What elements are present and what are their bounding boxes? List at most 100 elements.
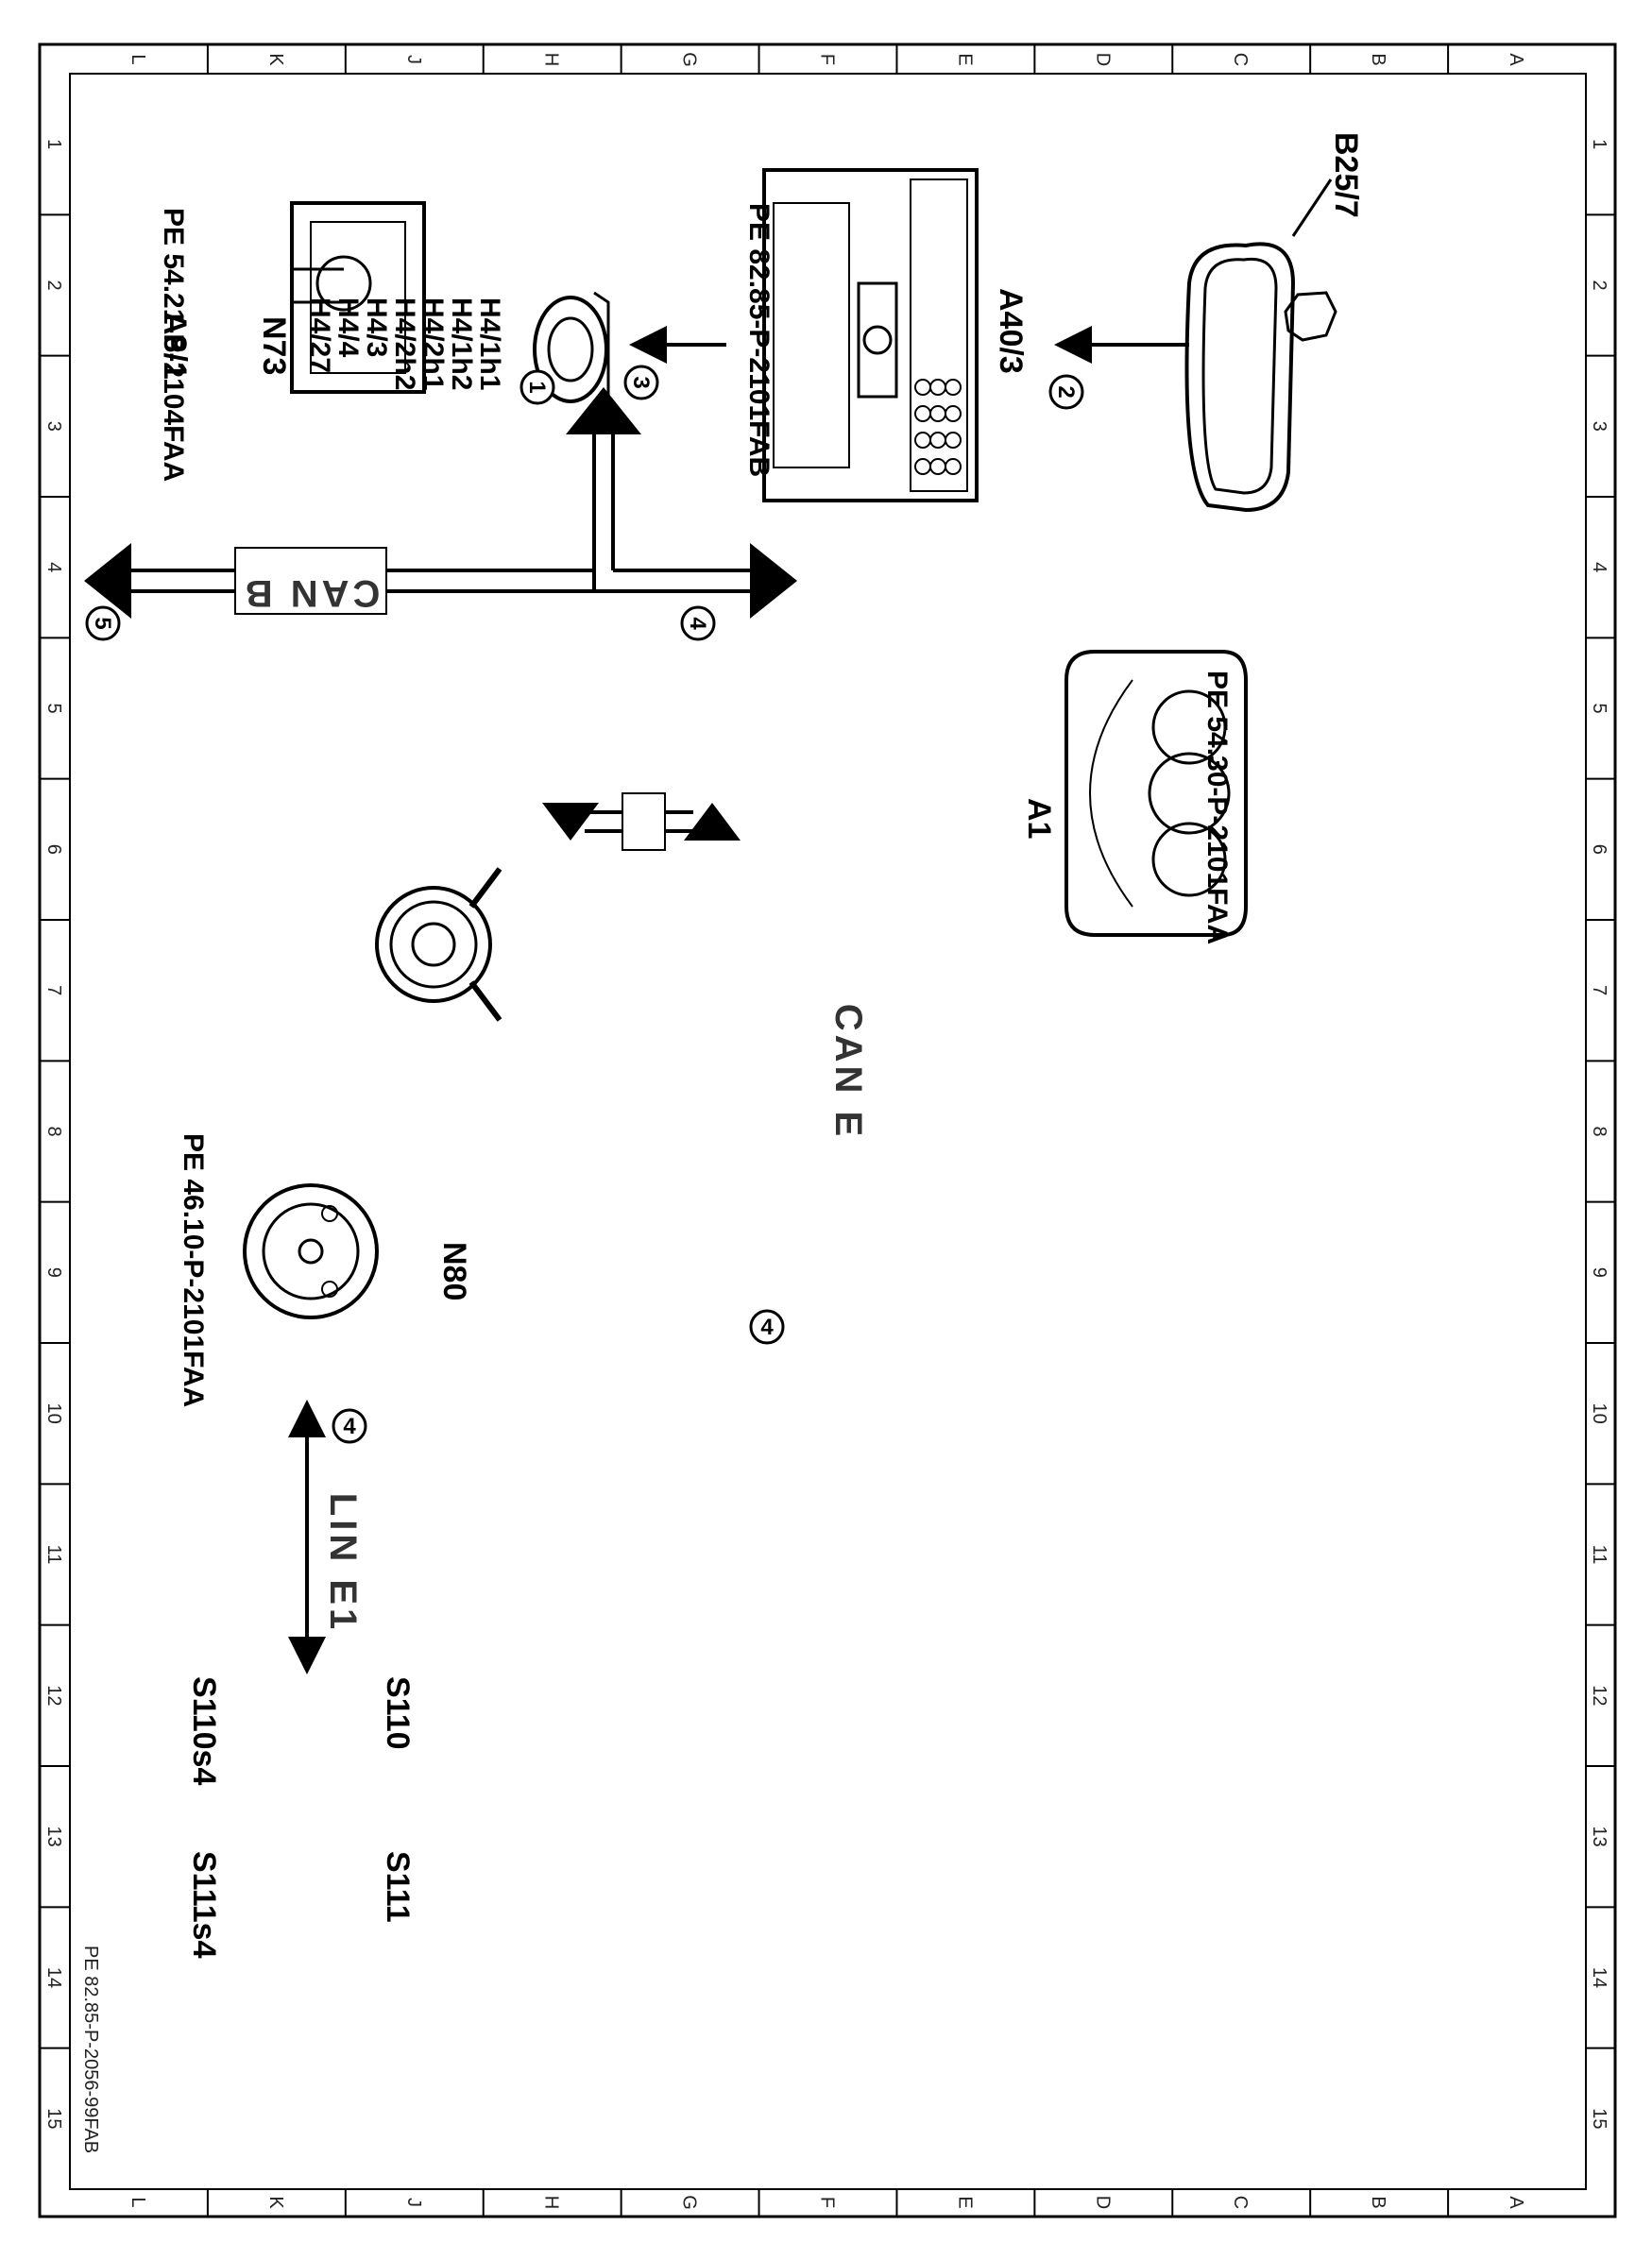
marker-4-can-b: 4	[680, 605, 716, 641]
frame-number: 1	[1589, 139, 1609, 149]
ref-a1: PE 54.30-P-2101FAA	[1201, 671, 1233, 944]
frame-number: 13	[43, 1827, 64, 1847]
frame-number: 2	[43, 280, 64, 290]
label-b25-7: B25/7	[1328, 132, 1364, 218]
frame-number: 9	[1589, 1267, 1609, 1278]
label-s110s4: S110s4	[186, 1676, 222, 1785]
frame-number: 3	[1589, 421, 1609, 432]
svg-text:4: 4	[760, 1315, 774, 1340]
svg-text:2: 2	[1053, 385, 1079, 398]
head-unit-button	[945, 405, 962, 422]
marker-4-lin: 4	[332, 1408, 367, 1444]
frame-number: 4	[1589, 562, 1609, 572]
frame-letter: B	[1368, 2196, 1388, 2208]
head-unit-button	[914, 405, 931, 422]
frame-letter: H	[541, 53, 562, 66]
frame-number: 15	[1589, 2108, 1609, 2129]
frame-letter: L	[128, 2197, 148, 2207]
frame-letter: C	[1230, 53, 1251, 66]
frame-number: 8	[1589, 1126, 1609, 1136]
h4-label: H4/1h2	[446, 297, 477, 390]
marker-5: 5	[85, 605, 121, 641]
frame-number: 14	[1589, 1967, 1609, 1988]
label-a1: A1	[1021, 798, 1057, 839]
frame-letter: K	[265, 53, 286, 66]
frame-number: 7	[43, 985, 64, 995]
head-unit-button	[929, 458, 946, 475]
frame-number: 5	[1589, 703, 1609, 713]
frame-number: 5	[43, 703, 64, 713]
mirror-b25-7	[1184, 178, 1337, 513]
ref-n73: PE 54.21-P-2104FAA	[158, 208, 189, 482]
frame-letter: B	[1368, 53, 1388, 65]
frame-number: 12	[1589, 1685, 1609, 1706]
frame-letter: J	[403, 2198, 424, 2207]
frame-letter: F	[817, 54, 838, 65]
label-n80: N80	[436, 1242, 472, 1300]
svg-text:4: 4	[343, 1414, 356, 1439]
frame-number: 4	[43, 562, 64, 572]
h4-label: H4/4	[332, 297, 364, 358]
marker-3: 3	[623, 365, 659, 400]
head-unit-button	[929, 379, 946, 396]
head-unit-button	[945, 458, 962, 475]
frame-letter: F	[817, 2197, 838, 2208]
diagram-content: B25/7 2 A40/3 PE 82.85-P-2101FAB 3	[84, 132, 1364, 1319]
speaker-h4	[533, 291, 610, 408]
label-a8-1: A8/1	[157, 312, 193, 380]
frame-letter: J	[403, 55, 424, 64]
frame-number: 10	[43, 1403, 64, 1424]
label-s110: S110	[380, 1676, 416, 1750]
head-unit-button	[929, 432, 946, 449]
frame-number: 6	[1589, 844, 1609, 855]
head-unit-button	[929, 405, 946, 422]
h4-label: H4/2h1	[417, 297, 449, 390]
marker-4-can-e: 4	[749, 1309, 785, 1345]
bus-label-can-e: CAN E	[827, 1004, 869, 1140]
frame-letter: G	[679, 52, 700, 67]
h4-label: H4/3	[361, 297, 392, 357]
head-unit-button	[914, 379, 931, 396]
label-n73: N73	[256, 316, 292, 375]
frame-letter: H	[541, 2196, 562, 2209]
head-unit-button	[945, 379, 962, 396]
svg-text:4: 4	[685, 617, 710, 630]
frame-number: 11	[43, 1545, 64, 1565]
frame-number: 8	[43, 1126, 64, 1136]
frame-number: 3	[43, 421, 64, 432]
frame-number: 13	[1589, 1827, 1609, 1847]
frame-letter: K	[265, 2196, 286, 2209]
frame-number: 12	[43, 1685, 64, 1706]
drawing-id: PE 82.85-P-2056-99FAB	[80, 1946, 101, 2153]
lower-labels: CAN E LIN E1 N80 PE 46.10-P-2101FAA 4 4 …	[80, 1004, 869, 2153]
frame-letter: D	[1092, 2196, 1113, 2209]
head-unit-button	[945, 432, 962, 449]
ref-n80: PE 46.10-P-2101FAA	[178, 1133, 209, 1407]
label-a40-3: A40/3	[993, 288, 1029, 374]
frame-letter: C	[1230, 2196, 1251, 2209]
frame-letter: A	[1506, 2196, 1526, 2209]
frame-number: 15	[43, 2108, 64, 2129]
frame-letter: E	[954, 2196, 975, 2208]
bus-label-lin-e1: LIN E1	[322, 1493, 364, 1633]
svg-text:5: 5	[90, 617, 115, 629]
frame-number: 2	[1589, 280, 1609, 290]
frame-number: 14	[43, 1967, 64, 1988]
frame-number: 1	[43, 139, 64, 149]
frame-letter: E	[954, 53, 975, 65]
frame-number: 10	[1589, 1403, 1609, 1424]
ignition-switch-n73	[290, 201, 426, 394]
frame-number: 9	[43, 1267, 64, 1278]
h4-label: H4/1h1	[474, 297, 505, 390]
h4-label: H4/27	[304, 297, 335, 373]
head-unit-button	[914, 458, 931, 475]
label-s111s4: S111s4	[186, 1851, 222, 1959]
head-unit-button	[914, 432, 931, 449]
frame-letter: A	[1506, 53, 1526, 66]
svg-text:3: 3	[628, 376, 654, 388]
head-unit-a40-3	[762, 168, 979, 502]
bus-label-can-b: CAN B	[242, 572, 381, 614]
ref-a40-3: PE 82.85-P-2101FAB	[743, 203, 775, 477]
can-b-bus: CAN B	[84, 387, 797, 619]
